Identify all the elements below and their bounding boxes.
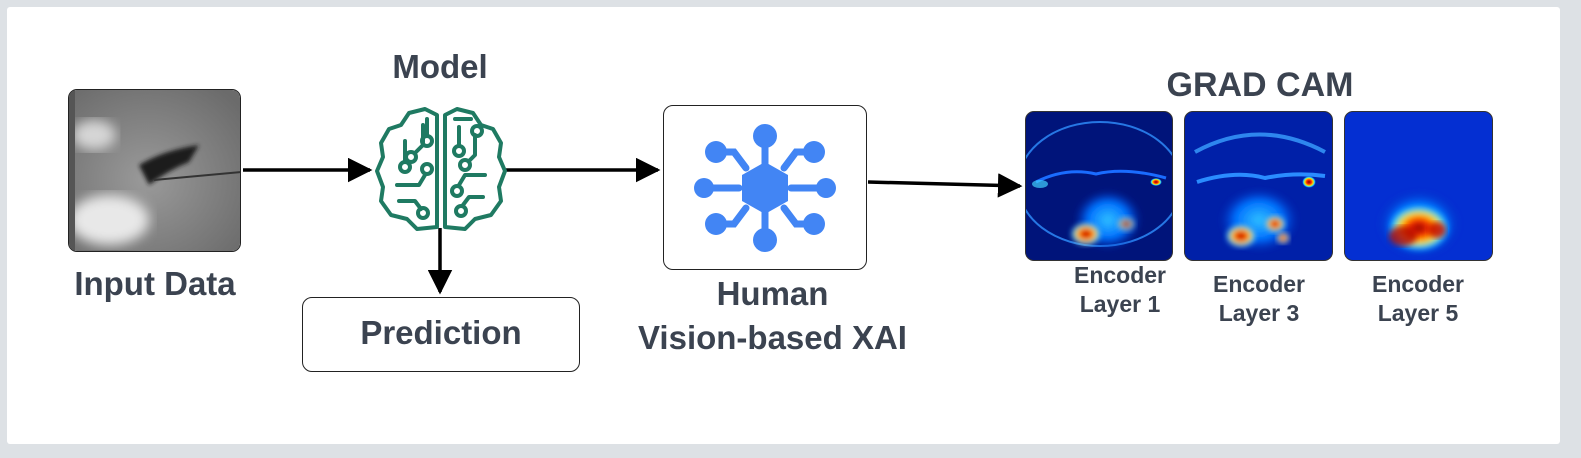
gradcam-layer-5-image xyxy=(1344,111,1493,261)
prediction-box: Prediction xyxy=(302,297,580,372)
input-data-label: Input Data xyxy=(74,265,236,302)
gradcam-layer-3-label-line1: Encoder xyxy=(1212,271,1306,297)
gradcam-layer-1-label-line1: Encoder xyxy=(1073,262,1167,288)
input-mri-image xyxy=(68,89,241,252)
gradcam-layer-5-label-line2: Layer 5 xyxy=(1377,300,1459,326)
gradcam-layer-1-image xyxy=(1025,111,1173,261)
gradcam-layer-3-image xyxy=(1184,111,1333,261)
xai-label-line2: Vision-based XAI xyxy=(638,319,907,356)
brain-circuit-icon xyxy=(375,105,507,233)
prediction-label: Prediction xyxy=(360,314,522,351)
gradcam-layer-5-label-line1: Encoder xyxy=(1371,271,1465,297)
xai-box xyxy=(663,105,867,270)
model-label: Model xyxy=(392,48,488,85)
network-hub-icon xyxy=(694,124,836,252)
gradcam-layer-1-label-line2: Layer 1 xyxy=(1079,291,1161,317)
gradcam-layer-3-label-line2: Layer 3 xyxy=(1218,300,1300,326)
xai-label-line1: Human xyxy=(716,275,829,312)
gradcam-title: GRAD CAM xyxy=(1166,66,1354,104)
